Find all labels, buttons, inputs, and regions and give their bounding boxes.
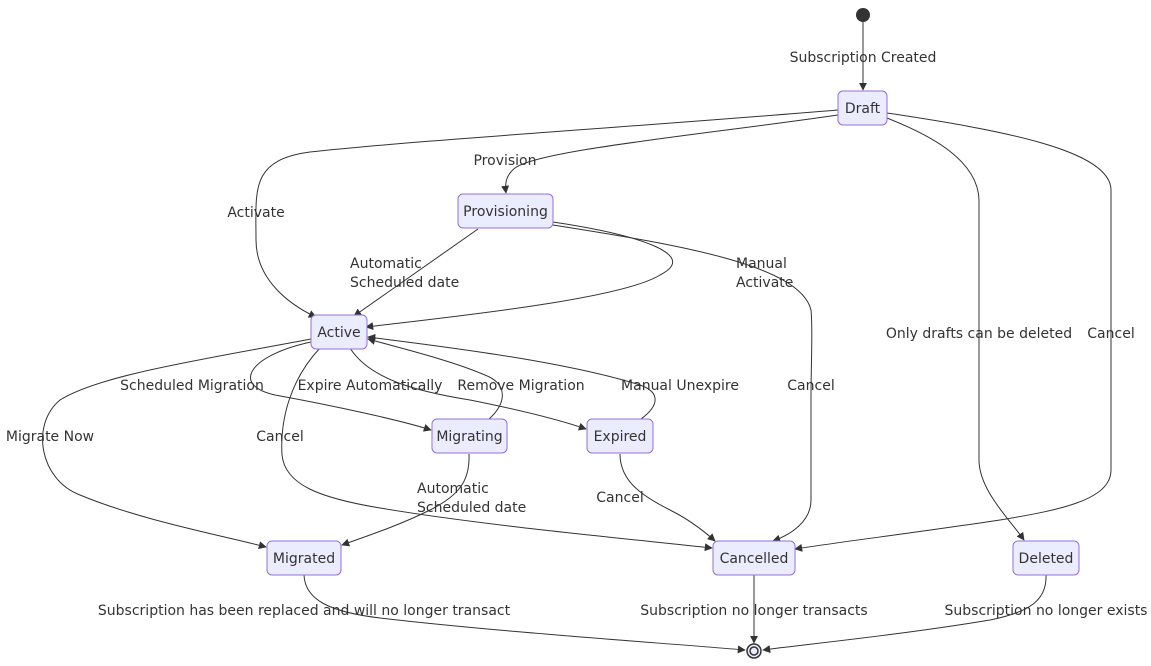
svg-text:Subscription no longer exists: Subscription no longer exists (945, 603, 1148, 619)
svg-text:Provision: Provision (473, 153, 536, 169)
svg-text:Activate: Activate (227, 205, 284, 221)
label-provisioning-manual: Manual Activate (736, 256, 793, 291)
state-expired: Expired (586, 418, 654, 454)
state-migrating: Migrating (431, 418, 508, 454)
state-provisioning-label: Provisioning (463, 204, 548, 220)
edge-expired-to-cancelled (619, 453, 716, 542)
label-no-longer-exists: Subscription no longer exists (945, 603, 1148, 619)
svg-text:Cancel: Cancel (256, 429, 303, 445)
state-cancelled: Cancelled (712, 540, 796, 576)
svg-text:Only drafts can be deleted: Only drafts can be deleted (886, 326, 1072, 342)
state-deleted: Deleted (1012, 540, 1080, 576)
label-manual-unexpire: Manual Unexpire (621, 378, 739, 394)
edge-migrating-to-migrated (341, 453, 470, 547)
label-expired-cancel: Cancel (596, 490, 643, 506)
label-scheduled-migration: Scheduled Migration (120, 378, 264, 394)
edge-draft-to-provisioning (501, 114, 839, 194)
state-migrated: Migrated (266, 540, 342, 576)
edge-labels: Subscription Created Provision Activate … (6, 50, 1148, 619)
edge-active-to-expired (349, 347, 587, 431)
state-cancelled-label: Cancelled (720, 551, 789, 567)
edge-draft-to-deleted (886, 117, 1025, 541)
state-provisioning: Provisioning (457, 193, 554, 229)
svg-text:Activate: Activate (736, 275, 793, 291)
svg-text:Cancel: Cancel (596, 490, 643, 506)
svg-text:Cancel: Cancel (787, 378, 834, 394)
label-activate: Activate (227, 205, 284, 221)
label-provisioning-auto: Automatic Scheduled date (350, 256, 459, 291)
label-migrating-auto: Automatic Scheduled date (417, 481, 526, 516)
edge-draft-to-cancelled (794, 112, 1112, 552)
label-draft-cancel: Cancel (1087, 326, 1134, 342)
edge-provisioning-to-active-auto (353, 228, 479, 317)
label-no-longer-transacts: Subscription no longer transacts (640, 603, 867, 619)
edge-migrated-to-end (303, 574, 746, 654)
state-deleted-label: Deleted (1019, 551, 1074, 567)
edge-deleted-to-end (762, 574, 1047, 654)
svg-text:Subscription no longer transac: Subscription no longer transacts (640, 603, 867, 619)
svg-text:Expire Automatically: Expire Automatically (298, 378, 443, 394)
label-active-cancel: Cancel (256, 429, 303, 445)
state-active-label: Active (317, 325, 360, 341)
state-expired-label: Expired (594, 429, 647, 445)
state-migrated-label: Migrated (273, 551, 335, 567)
label-only-drafts-deleted: Only drafts can be deleted (886, 326, 1072, 342)
state-active: Active (310, 314, 368, 350)
svg-text:Subscription Created: Subscription Created (790, 50, 937, 66)
svg-text:Remove Migration: Remove Migration (457, 378, 584, 394)
svg-text:Manual Unexpire: Manual Unexpire (621, 378, 739, 394)
svg-text:Scheduled date: Scheduled date (350, 275, 459, 291)
label-migrate-now: Migrate Now (6, 429, 94, 445)
svg-text:Subscription has been replaced: Subscription has been replaced and will … (98, 603, 511, 619)
svg-text:Scheduled Migration: Scheduled Migration (120, 378, 264, 394)
edge-draft-to-active-activate (255, 109, 839, 318)
edge-active-to-migrated (42, 338, 312, 550)
edge-migrating-to-active (367, 337, 503, 420)
edge-provisioning-to-cancelled (552, 224, 813, 543)
label-remove-migration: Remove Migration (457, 378, 584, 394)
edge-active-to-migrating (250, 341, 432, 432)
label-subscription-created: Subscription Created (790, 50, 937, 66)
svg-text:Scheduled date: Scheduled date (417, 500, 526, 516)
svg-text:Cancel: Cancel (1087, 326, 1134, 342)
state-draft: Draft (837, 90, 888, 126)
svg-text:Migrate Now: Migrate Now (6, 429, 94, 445)
start-node (856, 8, 870, 22)
state-draft-label: Draft (845, 101, 881, 117)
states: Draft Provisioning Active Migrating Expi… (266, 8, 1080, 659)
label-expire-automatically: Expire Automatically (298, 378, 443, 394)
edge-active-to-cancelled (281, 347, 713, 552)
state-migrating-label: Migrating (436, 429, 502, 445)
svg-text:Automatic: Automatic (350, 256, 422, 272)
label-provisioning-cancel: Cancel (787, 378, 834, 394)
svg-text:Automatic: Automatic (417, 481, 489, 497)
edges (42, 22, 1112, 654)
svg-text:Manual: Manual (736, 256, 787, 272)
edge-expired-to-active (367, 333, 656, 420)
label-provision: Provision (473, 153, 536, 169)
label-replaced: Subscription has been replaced and will … (98, 603, 511, 619)
end-node (746, 643, 762, 659)
